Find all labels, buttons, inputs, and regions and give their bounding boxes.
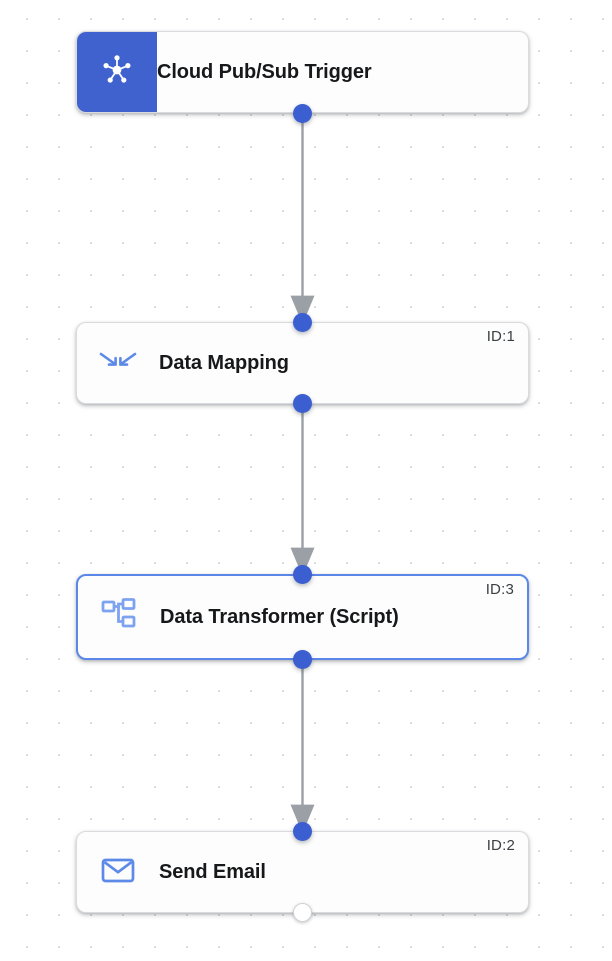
node-id-label: ID:1 <box>486 328 515 345</box>
port-output-data-mapping[interactable] <box>292 393 312 413</box>
node-cloud-pubsub-trigger[interactable]: Cloud Pub/Sub Trigger <box>76 31 529 113</box>
node-title: Data Transformer (Script) <box>160 605 399 628</box>
port-output-send-email[interactable] <box>292 902 312 922</box>
node-title: Data Mapping <box>159 351 289 374</box>
envelope-icon <box>100 855 136 890</box>
data-mapping-arrows-icon <box>98 346 138 381</box>
node-send-email[interactable]: Send Email ID:2 <box>76 831 529 913</box>
port-output-trigger[interactable] <box>292 103 312 123</box>
envelope-icon-slot <box>77 855 159 890</box>
port-output-data-transformer[interactable] <box>292 649 312 669</box>
port-input-data-transformer[interactable] <box>292 564 312 584</box>
node-id-label: ID:2 <box>486 837 515 854</box>
node-data-transformer-script[interactable]: Data Transformer (Script) ID:3 <box>76 574 529 660</box>
node-id-label: ID:3 <box>485 581 514 598</box>
node-title: Cloud Pub/Sub Trigger <box>157 60 372 83</box>
pubsub-icon-panel <box>77 32 157 112</box>
schema-icon-slot <box>78 597 160 637</box>
node-data-mapping[interactable]: Data Mapping ID:1 <box>76 322 529 404</box>
schema-hierarchy-icon <box>100 597 138 637</box>
pubsub-hub-icon <box>100 53 134 92</box>
data-mapping-icon-slot <box>77 346 159 381</box>
node-title: Send Email <box>159 860 266 883</box>
port-input-send-email[interactable] <box>292 821 312 841</box>
port-input-data-mapping[interactable] <box>292 312 312 332</box>
